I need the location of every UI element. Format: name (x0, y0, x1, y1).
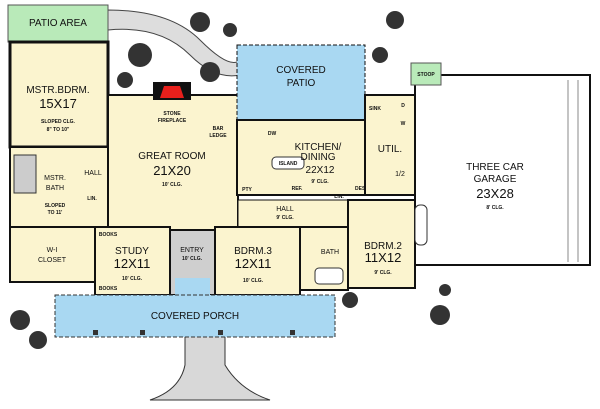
kitchen-island (271, 156, 305, 170)
bath-label: BATH (321, 249, 339, 256)
utility-label: UTIL. (378, 144, 402, 155)
master-bedroom-note2: 8" TO 10" (47, 127, 70, 133)
bedroom-3-label: BDRM.3 (234, 246, 272, 257)
walk-in-closet (9, 226, 96, 283)
master-bedroom-label: MSTR.BDRM. (26, 85, 89, 96)
porch-columns (93, 330, 295, 335)
side-path (107, 9, 241, 77)
kitchen-label2: DINING (301, 152, 336, 163)
bathtub (314, 267, 344, 285)
bedroom-2-note: 9' CLG. (374, 270, 392, 276)
garage (414, 74, 591, 266)
entry-note: 10' CLG. (182, 256, 203, 262)
study-note: 10' CLG. (122, 276, 143, 282)
bedroom-3 (214, 226, 301, 296)
patio-area-label: PATIO AREA (29, 18, 87, 29)
patio-area (7, 4, 109, 43)
covered-patio (236, 44, 366, 121)
bedroom-2 (347, 199, 416, 289)
books-label2: BOOKS (99, 286, 118, 292)
bay-window (414, 204, 428, 246)
master-bath-note2: TO 11' (48, 210, 63, 216)
covered-patio-label2: PATIO (287, 78, 316, 89)
washer-label: W (401, 121, 406, 127)
garage-note: 8' CLG. (486, 205, 504, 211)
bar-ledge-label2: LEDGE (209, 133, 227, 139)
bedroom-2-label: BDRM.2 (364, 241, 402, 252)
master-bedroom (8, 40, 110, 149)
master-bath-note: SLOPED (45, 203, 66, 209)
great-room-size: 21X20 (153, 163, 191, 178)
kitchen-size: 22X12 (306, 165, 335, 176)
pantry-label: PTY (242, 187, 252, 193)
utility-room (364, 94, 416, 196)
closet-label2: CLOSET (38, 257, 67, 264)
lin-label: LIN. (334, 194, 344, 200)
kitchen-label: KITCHEN/ (295, 142, 342, 153)
great-room-label: GREAT ROOM (138, 151, 205, 162)
kitchen-note: 9' CLG. (311, 179, 329, 185)
study (94, 226, 171, 296)
covered-patio-label: COVERED (276, 65, 325, 76)
garage-label2: GARAGE (474, 174, 517, 185)
covered-porch (54, 294, 336, 338)
garage-label: THREE CAR (466, 162, 524, 173)
hall (237, 199, 349, 228)
dw-label: DW (268, 131, 277, 137)
desk-label: DESK (355, 186, 369, 192)
bedroom-3-note: 10' CLG. (243, 278, 264, 284)
dryer-label: D (401, 103, 405, 109)
fireplace-label2: FIREPLACE (158, 118, 187, 124)
master-bedroom-size: 15X17 (39, 96, 77, 111)
books-label: BOOKS (99, 232, 118, 238)
closet-label: W-I (47, 247, 58, 254)
island-label: ISLAND (279, 161, 298, 167)
garage-size: 23X28 (476, 186, 514, 201)
bedroom-2-size: 11X12 (365, 250, 402, 265)
master-bath-label: MSTR. (44, 175, 66, 182)
stoop (410, 62, 442, 86)
front-walkway (149, 334, 271, 401)
stoop-label: STOOP (417, 72, 435, 78)
bar-ledge-label: BAR (213, 126, 224, 132)
half-bath-label: 1/2 (395, 171, 405, 178)
master-bedroom-note: SLOPED CLG. (41, 119, 76, 125)
shower (13, 154, 37, 194)
hall-label: HALL (276, 206, 294, 213)
hall-note: 9' CLG. (276, 215, 294, 221)
hall-master-label: HALL (84, 170, 102, 177)
lin-master-label: LIN. (87, 196, 97, 202)
study-size: 12X11 (114, 256, 151, 271)
master-bath-label2: BATH (46, 185, 64, 192)
great-room-note: 10' CLG. (162, 182, 183, 188)
study-label: STUDY (115, 246, 149, 257)
covered-porch-label: COVERED PORCH (151, 311, 239, 322)
sink-label: SINK (369, 106, 381, 112)
fireplace-label: STONE (163, 111, 181, 117)
entry-label: ENTRY (180, 247, 204, 254)
ref-label: REF. (292, 186, 303, 192)
entry-doors (175, 278, 210, 295)
bedroom-3-size: 12X11 (235, 256, 272, 271)
landscaping-shrubs (10, 11, 451, 349)
fireplace-firebox (160, 86, 184, 98)
